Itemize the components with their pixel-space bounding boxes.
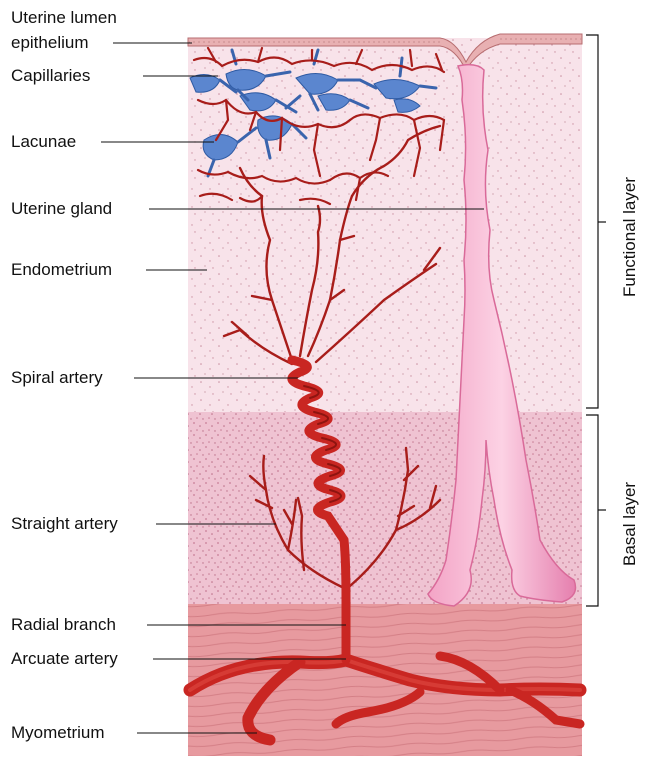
label-functional-layer: Functional layer: [620, 177, 640, 297]
label-straight-artery: Straight artery: [11, 514, 118, 534]
label-uterine-lumen: Uterine lumen: [11, 8, 117, 28]
label-radial-branch: Radial branch: [11, 615, 116, 635]
radial-branch: [344, 540, 346, 660]
label-capillaries: Capillaries: [11, 66, 90, 86]
label-arcuate-artery: Arcuate artery: [11, 649, 118, 669]
label-endometrium: Endometrium: [11, 260, 112, 280]
label-basal-layer: Basal layer: [620, 482, 640, 566]
label-uterine-gland: Uterine gland: [11, 199, 112, 219]
label-spiral-artery: Spiral artery: [11, 368, 103, 388]
label-lacunae: Lacunae: [11, 132, 76, 152]
label-epithelium: epithelium: [11, 33, 89, 53]
layer-brackets: [586, 35, 606, 606]
label-myometrium: Myometrium: [11, 723, 105, 743]
